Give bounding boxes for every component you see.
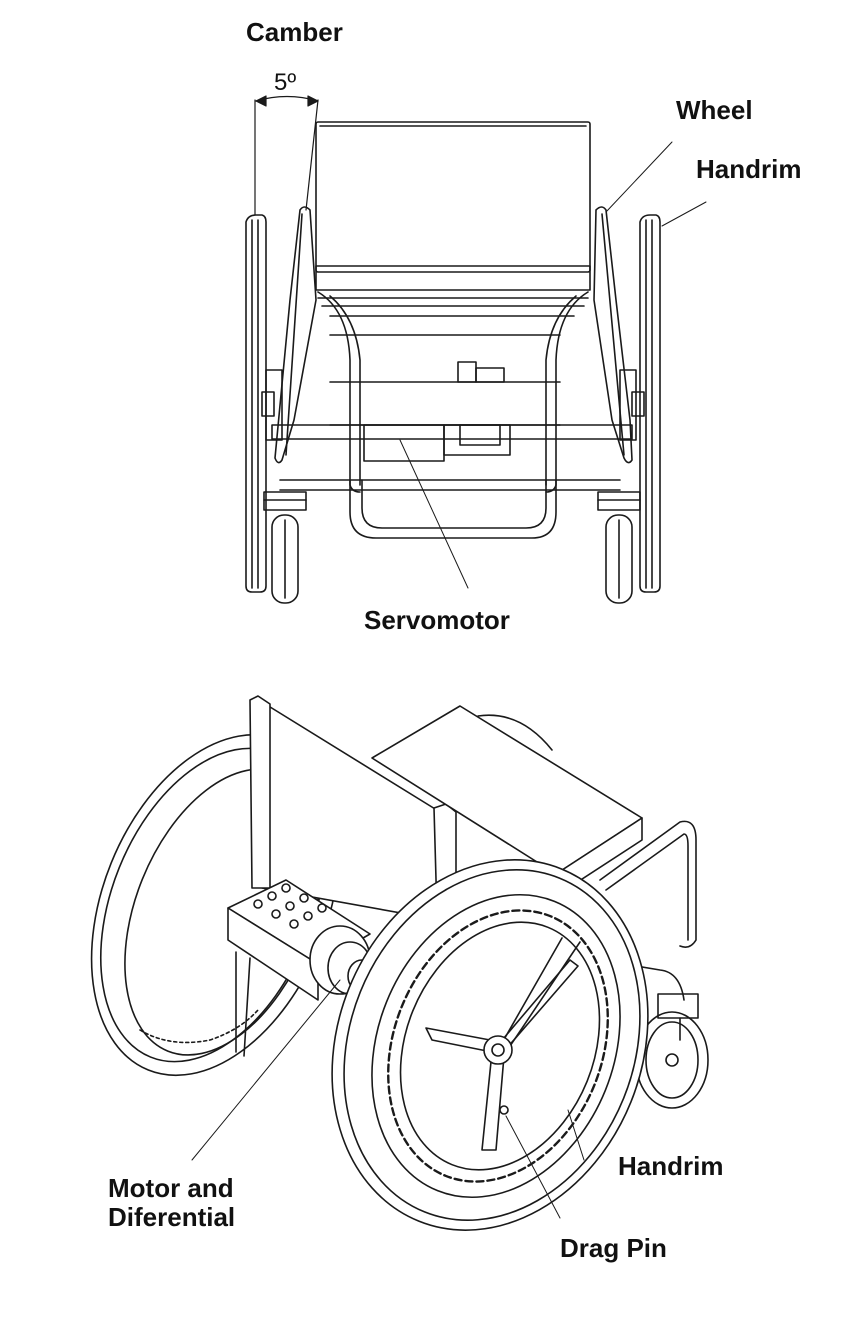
- handrim-leader: [661, 201, 707, 227]
- front-left-wheel: [245, 214, 267, 593]
- wheel-leader: [605, 141, 673, 213]
- front-right-wheel: [639, 214, 661, 593]
- camber-label: Camber: [246, 17, 343, 47]
- motor-differential-label: Motor and Diferential: [108, 1173, 236, 1232]
- iso-view-drawing: [90, 695, 709, 1231]
- handrim-label-iso: Handrim: [618, 1151, 724, 1181]
- front-right-caster: [597, 491, 641, 604]
- drag-pin-leader: [505, 1115, 561, 1219]
- handrim-label-front: Handrim: [696, 154, 802, 184]
- servomotor-label: Servomotor: [364, 605, 510, 635]
- iso-motor-differential: [227, 879, 377, 1057]
- iso-frame-tube: [599, 820, 697, 948]
- iso-handrim-leader: [567, 1109, 585, 1161]
- left-frame-tube: [317, 291, 361, 493]
- footrest-loop: [349, 479, 557, 539]
- servomotor-leader: [399, 439, 469, 589]
- motor-leader: [191, 979, 341, 1161]
- iso-hub: [483, 1035, 513, 1065]
- front-left-handrim: [274, 206, 317, 464]
- front-view-drawing: [245, 95, 707, 604]
- camber-dimension: [254, 95, 319, 216]
- front-left-caster: [263, 491, 307, 604]
- servomotor-body: [363, 361, 511, 462]
- camber-angle-label: 5º: [274, 69, 297, 96]
- right-frame-tube: [545, 291, 589, 493]
- backrest: [315, 121, 591, 273]
- drag-pin-label: Drag Pin: [560, 1233, 667, 1263]
- iso-front-wheel: [331, 859, 649, 1231]
- wheel-label: Wheel: [676, 95, 753, 125]
